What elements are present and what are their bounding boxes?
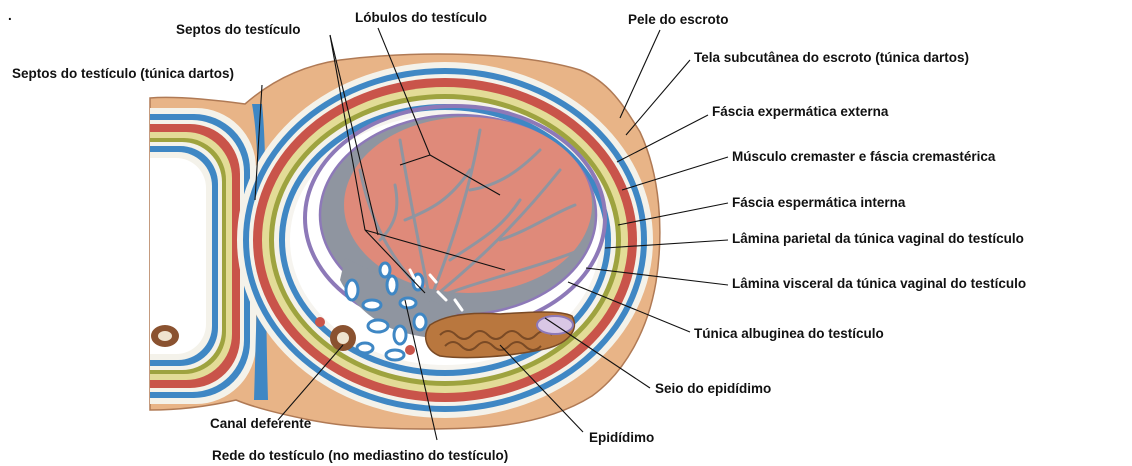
label-epididimo: Epidídimo <box>589 430 654 446</box>
label-lamina-visceral: Lâmina visceral da túnica vaginal do tes… <box>732 276 1026 292</box>
label-cremaster: Músculo cremaster e fáscia cremastérica <box>732 149 995 165</box>
label-lamina-parietal: Lâmina parietal da túnica vaginal do tes… <box>732 231 1024 247</box>
left-compartment <box>60 108 256 404</box>
vas-deferens <box>330 325 356 351</box>
label-rede: Rede do testículo (no mediastino do test… <box>212 448 508 464</box>
label-pele: Pele do escroto <box>628 12 729 28</box>
label-fascia-externa: Fáscia expermática externa <box>712 104 888 120</box>
label-septos-testiculo: Septos do testículo <box>176 22 301 38</box>
label-lobulos: Lóbulos do testículo <box>355 10 487 26</box>
label-fascia-interna: Fáscia espermática interna <box>732 195 905 211</box>
label-septos-dartos: Septos do testículo (túnica dartos) <box>12 66 234 82</box>
label-seio: Seio do epidídimo <box>655 381 771 397</box>
label-tela-subcutanea: Tela subcutânea do escroto (túnica darto… <box>694 50 969 66</box>
dot-mark: . <box>8 8 12 24</box>
label-albuginea: Túnica albuginea do testículo <box>694 326 884 342</box>
label-canal: Canal deferente <box>210 416 311 432</box>
